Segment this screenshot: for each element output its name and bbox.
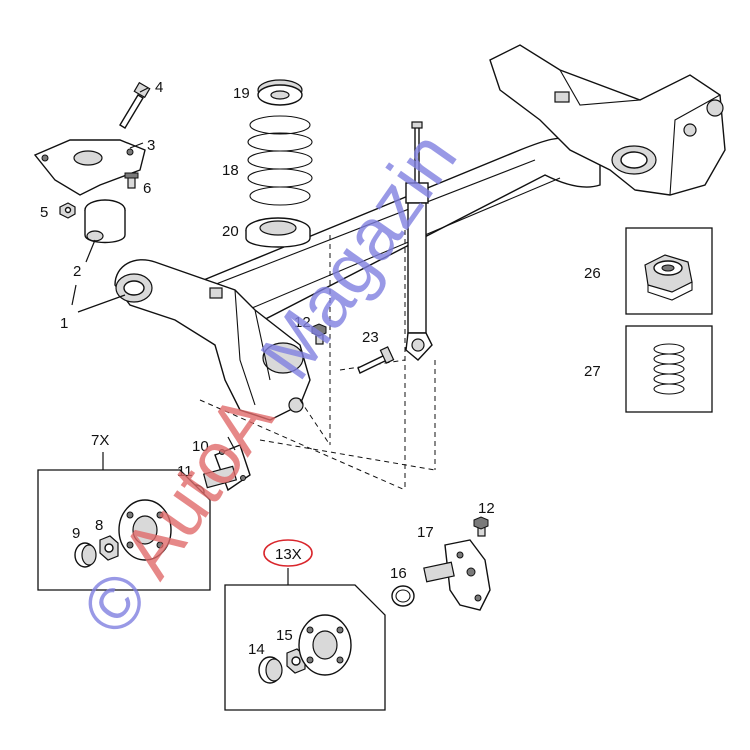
label-9: 9 bbox=[72, 525, 80, 542]
coil-spring bbox=[247, 115, 313, 206]
label-10: 10 bbox=[192, 438, 209, 455]
label-20: 20 bbox=[222, 223, 239, 240]
label-19: 19 bbox=[233, 85, 250, 102]
label-6: 6 bbox=[143, 180, 151, 197]
label-13x: 13X bbox=[275, 546, 302, 563]
label-3: 3 bbox=[147, 137, 155, 154]
screw-6 bbox=[124, 172, 139, 189]
label-5: 5 bbox=[40, 204, 48, 221]
axle-beam bbox=[153, 137, 601, 346]
hub-cap-14 bbox=[258, 656, 283, 684]
label-1: 1 bbox=[60, 315, 68, 332]
part-labels: 1 2 3 4 5 6 7X 8 9 10 11 12 12 13X 14 15… bbox=[40, 79, 601, 658]
leader-lines bbox=[71, 87, 289, 585]
label-8: 8 bbox=[95, 517, 103, 534]
bolt-23 bbox=[357, 346, 395, 374]
label-26: 26 bbox=[584, 265, 601, 282]
rubber-bushing bbox=[84, 199, 126, 244]
hub-cap-9 bbox=[74, 542, 97, 568]
assembly-guide-lines bbox=[199, 230, 436, 491]
bolt-4 bbox=[119, 81, 151, 129]
wheel-hub-13x bbox=[298, 614, 352, 676]
label-17: 17 bbox=[417, 524, 434, 541]
stub-axle bbox=[202, 444, 251, 492]
left-trailing-arm bbox=[114, 259, 311, 421]
stub-axle-flange-17 bbox=[423, 539, 491, 611]
label-23: 23 bbox=[362, 329, 379, 346]
label-18: 18 bbox=[222, 162, 239, 179]
screw-12-lower bbox=[473, 516, 489, 537]
nut-5 bbox=[59, 202, 76, 219]
label-13x-highlight bbox=[263, 539, 313, 567]
box-27 bbox=[625, 325, 713, 413]
label-12-upper: 12 bbox=[294, 314, 311, 331]
o-ring-16 bbox=[391, 585, 415, 607]
label-15: 15 bbox=[276, 627, 293, 644]
label-11: 11 bbox=[177, 463, 193, 480]
label-16: 16 bbox=[390, 565, 407, 582]
wheel-hub-7x bbox=[118, 499, 172, 561]
spring-lower-seat bbox=[245, 217, 311, 248]
mounting-bracket bbox=[33, 139, 146, 196]
box-26 bbox=[625, 227, 713, 315]
label-4: 4 bbox=[155, 79, 163, 96]
label-14: 14 bbox=[248, 641, 265, 658]
label-27: 27 bbox=[584, 363, 601, 380]
nut-8 bbox=[99, 535, 119, 561]
right-trailing-arm bbox=[489, 44, 726, 196]
shock-absorber bbox=[405, 121, 433, 361]
label-2: 2 bbox=[73, 263, 81, 280]
label-12-lower: 12 bbox=[478, 500, 495, 517]
screw-12-upper bbox=[311, 323, 327, 345]
spring-top-seat bbox=[257, 79, 303, 106]
label-7x: 7X bbox=[91, 432, 109, 449]
